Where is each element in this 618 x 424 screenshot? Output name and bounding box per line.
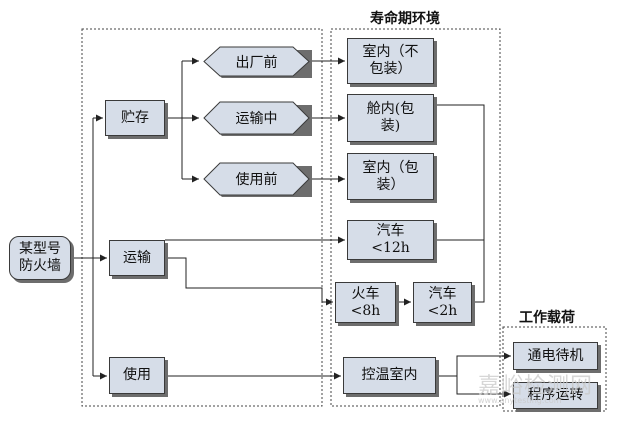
program-running-label: 程序运转 bbox=[527, 387, 584, 403]
truck-12h-node: 汽车 <12h bbox=[347, 220, 434, 260]
truck-2h-node: 汽车 <2h bbox=[413, 282, 472, 323]
before-use-node: 使用前 bbox=[201, 161, 312, 197]
program-running-node: 程序运转 bbox=[513, 382, 598, 409]
lifecycle-region-frame bbox=[330, 28, 501, 407]
use-node: 使用 bbox=[109, 357, 165, 394]
cabin-packed-label: 舱内(包 装) bbox=[366, 101, 415, 134]
watermark-url: www.anytesting.com bbox=[478, 396, 562, 405]
powered-standby-label: 通电待机 bbox=[527, 347, 584, 364]
connector-cabin-right bbox=[434, 104, 485, 303]
temp-controlled-indoor-label: 控温室内 bbox=[361, 367, 418, 383]
before-leaving-factory-node: 出厂前 bbox=[201, 45, 312, 78]
in-transit-label: 运输中 bbox=[235, 111, 278, 127]
indoor-packed-label: 室内（包 装） bbox=[362, 159, 419, 193]
lifecycle-region-title: 寿命期环境 bbox=[370, 11, 440, 27]
temp-controlled-indoor-node: 控温室内 bbox=[343, 357, 436, 394]
product-node: 某型号 防火墙 bbox=[9, 236, 71, 280]
arrow-to-program-running bbox=[456, 376, 511, 398]
watermark-logo-text: 嘉峪检测网 bbox=[478, 374, 594, 399]
transport-label: 运输 bbox=[123, 249, 151, 266]
storage-label: 贮存 bbox=[121, 109, 149, 126]
work-load-region-title: 工作载荷 bbox=[519, 310, 575, 326]
indoor-unpacked-node: 室内（不 包装） bbox=[347, 38, 434, 84]
cabin-packed-node: 舱内(包 装) bbox=[347, 94, 434, 142]
in-transit-node: 运输中 bbox=[201, 100, 312, 136]
truck-12h-label: 汽车 <12h bbox=[371, 223, 410, 256]
train-8h-label: 火车 <8h bbox=[350, 285, 381, 319]
arrow-to-powered-standby bbox=[436, 352, 511, 377]
train-8h-node: 火车 <8h bbox=[335, 282, 396, 323]
product-label: 某型号 防火墙 bbox=[19, 241, 61, 274]
arrow-to-train-8h bbox=[165, 257, 333, 306]
indoor-packed-node: 室内（包 装） bbox=[347, 153, 434, 200]
indoor-unpacked-label: 室内（不 包装） bbox=[362, 44, 419, 77]
powered-standby-node: 通电待机 bbox=[513, 342, 598, 370]
storage-node: 贮存 bbox=[105, 100, 165, 136]
before-leaving-factory-label: 出厂前 bbox=[235, 54, 278, 71]
truck-2h-label: 汽车 <2h bbox=[427, 285, 458, 319]
transport-node: 运输 bbox=[109, 240, 165, 276]
work-load-region-frame bbox=[502, 326, 607, 412]
product-region-frame bbox=[81, 28, 323, 407]
before-use-label: 使用前 bbox=[235, 172, 278, 188]
use-label: 使用 bbox=[123, 367, 151, 383]
